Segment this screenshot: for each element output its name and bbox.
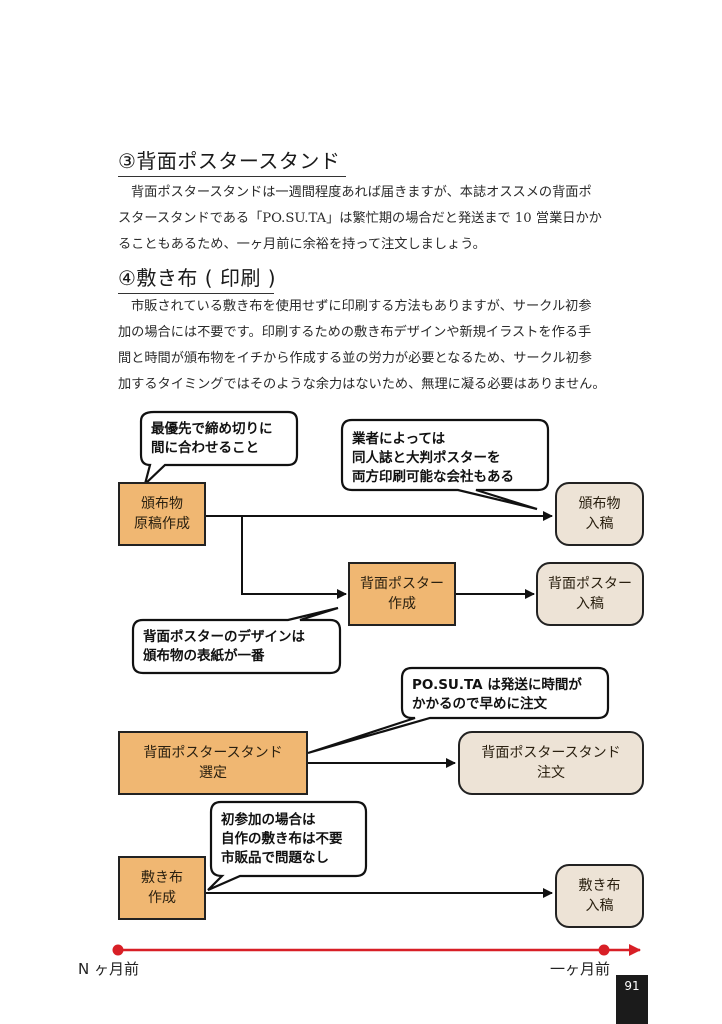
box-line: 選定 bbox=[199, 765, 227, 781]
callout-2: 業者によっては 同人誌と大判ポスターを 両方印刷可能な会社もある bbox=[342, 424, 524, 493]
box-doujin-submit: 頒布物入稿 bbox=[555, 482, 644, 546]
box-doujin-manuscript: 頒布物原稿作成 bbox=[118, 482, 206, 546]
box-cloth-create: 敷き布作成 bbox=[118, 856, 206, 920]
box-line: 背面ポスター bbox=[548, 576, 632, 592]
paragraph-line: スタースタンドである「PO.SU.TA」は繁忙期の場合だと発送まで 10 営業日… bbox=[118, 211, 602, 226]
box-stand-select: 背面ポスタースタンド選定 bbox=[118, 731, 308, 795]
box-poster-submit: 背面ポスター入稿 bbox=[536, 562, 644, 626]
callout-3: 背面ポスターのデザインは 頒布物の表紙が一番 bbox=[133, 622, 315, 672]
callout-line: 初参加の場合は bbox=[221, 812, 316, 828]
callout-line: 両方印刷可能な会社もある bbox=[352, 469, 514, 485]
callout-bubble bbox=[139, 410, 299, 488]
box-line: 入稿 bbox=[576, 596, 604, 612]
callout-line: 背面ポスターのデザインは bbox=[143, 629, 305, 645]
paragraph-line: 市販されている敷き布を使用せずに印刷する方法もありますが、サークル初参 bbox=[131, 299, 592, 314]
box-line: 頒布物 bbox=[141, 496, 183, 512]
box-line: 背面ポスタースタンド bbox=[143, 745, 283, 761]
callout-bubble bbox=[207, 800, 368, 892]
timeline-end-label: 一ヶ月前 bbox=[550, 960, 611, 978]
timeline-start-label: N ヶ月前 bbox=[78, 960, 139, 978]
timeline-start-dot bbox=[112, 944, 124, 956]
callout-bubble bbox=[340, 418, 550, 511]
paragraph-line: ることもあるため、一ヶ月前に余裕を持って注文しましょう。 bbox=[118, 237, 486, 252]
section-heading-3: ③背面ポスタースタンド bbox=[118, 145, 346, 177]
callout-line: 最優先で締め切りに bbox=[151, 421, 273, 437]
callout-bubble bbox=[131, 606, 342, 675]
box-line: 敷き布 bbox=[141, 870, 183, 886]
callout-1: 最優先で締め切りに 間に合わせること bbox=[141, 414, 283, 464]
callout-line: 自作の敷き布は不要 bbox=[221, 831, 343, 847]
box-line: 頒布物 bbox=[578, 496, 621, 512]
callout-line: 市販品で問題なし bbox=[221, 850, 329, 866]
timeline-end-dot bbox=[598, 944, 610, 956]
paragraph-line: 背面ポスタースタンドは一週間程度あれば届きますが、本誌オススメの背面ポ bbox=[131, 185, 592, 200]
callout-line: かかるので早めに注文 bbox=[412, 696, 547, 712]
box-cloth-submit: 敷き布入稿 bbox=[555, 864, 644, 928]
callout-line: 間に合わせること bbox=[151, 440, 259, 456]
box-line: 背面ポスタースタンド bbox=[481, 745, 621, 761]
box-line: 入稿 bbox=[585, 516, 614, 532]
box-poster-create: 背面ポスター作成 bbox=[348, 562, 456, 626]
callout-line: 業者によっては bbox=[352, 431, 446, 447]
box-line: 作成 bbox=[388, 596, 416, 612]
callout-4: PO.SU.TA は発送に時間が かかるので早めに注文 bbox=[402, 670, 592, 720]
callout-line: 頒布物の表紙が一番 bbox=[143, 648, 265, 664]
callout-bubble bbox=[307, 666, 610, 755]
callout-line: PO.SU.TA は発送に時間が bbox=[412, 677, 582, 693]
box-line: 背面ポスター bbox=[360, 576, 444, 592]
section-body-4: 市販されている敷き布を使用せずに印刷する方法もありますが、サークル初参 加の場合… bbox=[118, 294, 648, 398]
box-line: 原稿作成 bbox=[134, 516, 190, 532]
box-line: 敷き布 bbox=[578, 878, 621, 894]
paragraph-line: 加の場合には不要です。印刷するための敷き布デザインや新規イラストを作る手 bbox=[118, 325, 592, 340]
callout-5: 初参加の場合は 自作の敷き布は不要 市販品で問題なし bbox=[211, 805, 353, 874]
box-line: 注文 bbox=[537, 765, 565, 781]
box-line: 作成 bbox=[148, 890, 176, 906]
callout-line: 同人誌と大判ポスターを bbox=[352, 450, 501, 466]
paragraph-line: 加するタイミングではそのような余力はないため、無理に凝る必要はありません。 bbox=[118, 377, 606, 392]
paragraph-line: 間と時間が頒布物をイチから作成する並の労力が必要となるため、サークル初参 bbox=[118, 351, 592, 366]
flow-arrow bbox=[241, 516, 347, 599]
page-number: 91 bbox=[616, 975, 648, 1024]
section-heading-4: ④敷き布 ( 印刷 ) bbox=[118, 262, 276, 294]
box-stand-order: 背面ポスタースタンド注文 bbox=[458, 731, 644, 795]
box-line: 入稿 bbox=[585, 898, 614, 914]
section-body-3: 背面ポスタースタンドは一週間程度あれば届きますが、本誌オススメの背面ポ スタース… bbox=[118, 180, 648, 258]
